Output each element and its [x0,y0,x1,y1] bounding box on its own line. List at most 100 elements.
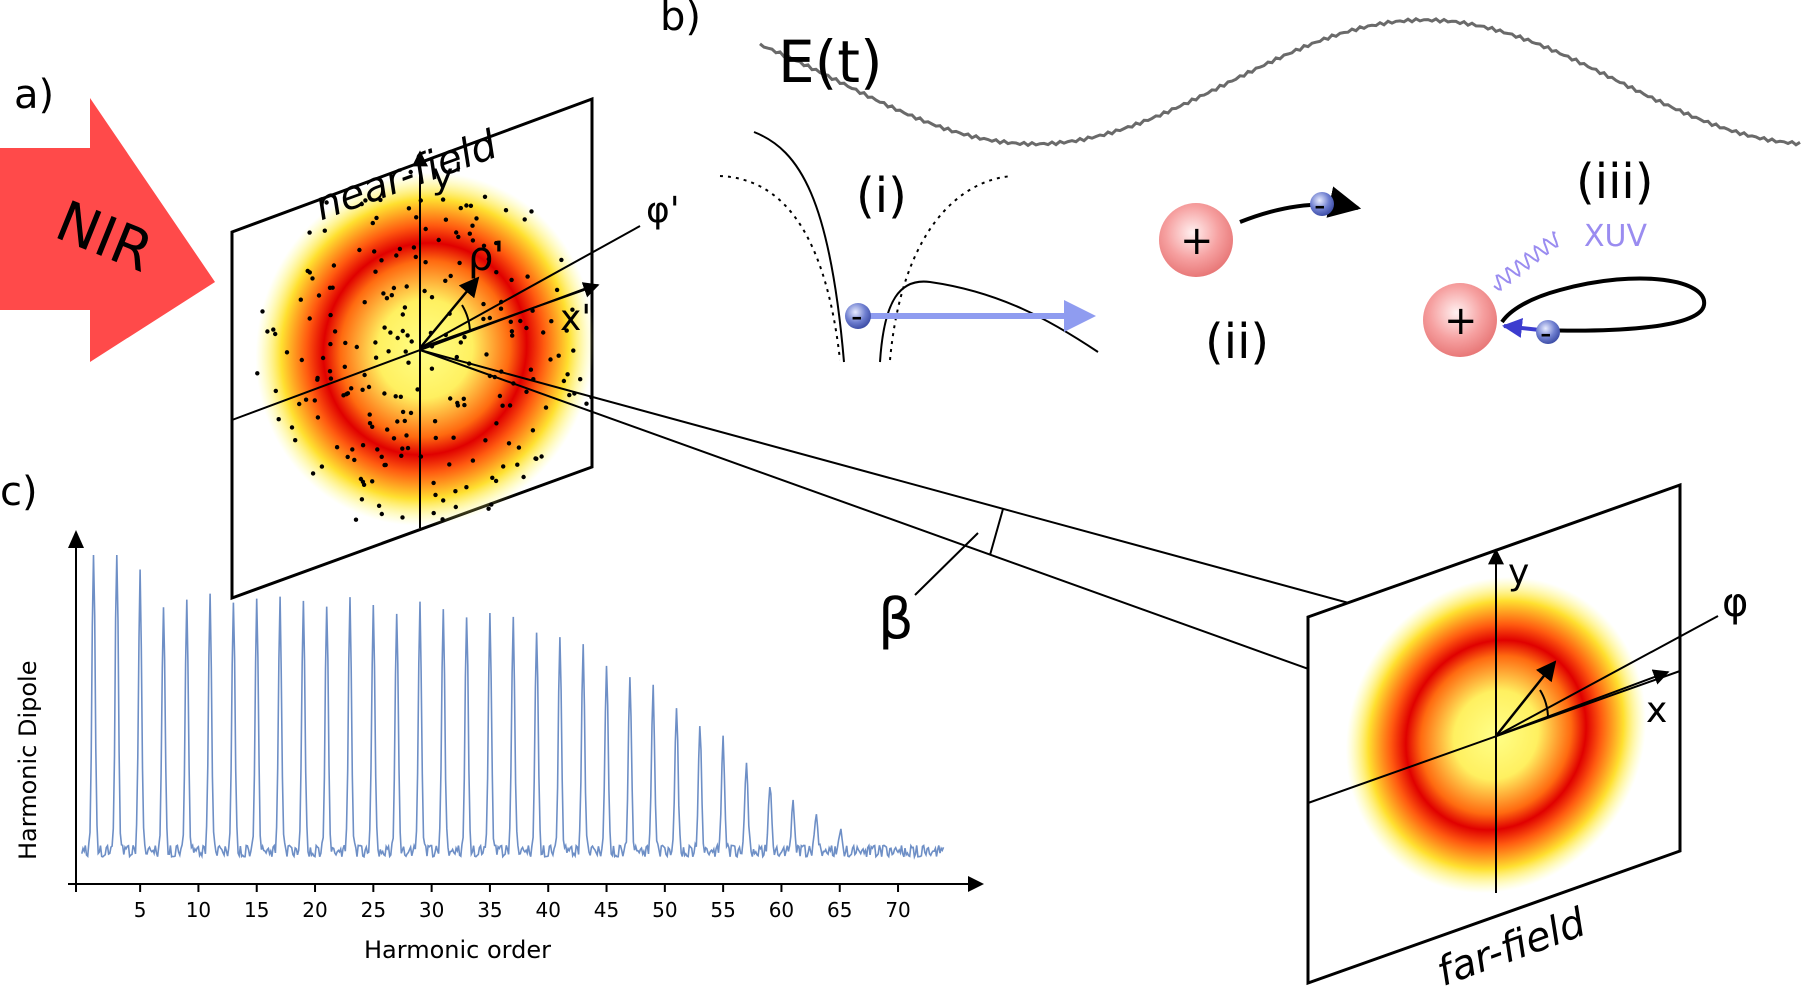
xuv-photon-wave [1493,231,1559,291]
electron-dot [487,315,492,321]
electron-dot [384,296,390,301]
electron-dot [567,392,572,398]
electron-dot [528,367,534,372]
electron-dot [394,253,399,258]
electron-dot [524,325,529,331]
electron-dot [510,333,515,338]
electron-dot [273,331,278,337]
near-field-axis-x: x' [560,298,591,339]
ion-iii-sign: + [1444,298,1478,344]
x-tick-label: 60 [769,898,794,922]
electron-dot [378,197,383,203]
electron-dot [584,401,589,406]
electron-dot [362,300,367,305]
electron-dot [456,234,461,240]
x-tick-label: 35 [477,898,502,922]
electron-dot [484,352,489,357]
electron-dot [343,340,348,346]
near-field-plane: near-field y' x' ρ' φ' [230,96,680,601]
electron-dot [534,456,539,461]
x-tick-label: 20 [302,898,327,922]
x-tick-label: 55 [710,898,735,922]
electron-dot [448,396,453,401]
electron-dot [556,353,561,358]
electron-dot [554,287,560,293]
electron-dot [522,217,527,222]
electron-dot [402,305,408,310]
electron-dot [443,217,449,222]
electron-dot [322,228,327,233]
electron-dot [366,384,372,390]
electron-dot [330,285,335,290]
electron-dot [518,318,523,324]
chart-x-label: Harmonic order [364,936,551,964]
electron-dot [455,403,461,408]
electron-dot [432,419,438,424]
electron-dot [489,502,494,507]
electron-dot [509,277,514,283]
electron-dot [454,354,459,360]
electron-dot [406,360,411,365]
electron-dot [393,394,398,399]
step-ii-acceleration: + - (ii) [1159,186,1362,370]
electron-dot [360,387,365,392]
step-i-label: (i) [856,168,907,224]
electron-dot [331,263,337,268]
nir-beam-arrow: NIR [0,98,215,362]
electron-dot [307,230,312,235]
electron-dot [447,462,452,467]
electron-dot [474,216,479,221]
electron-dot [373,269,378,274]
electron-dot [391,285,397,291]
electron-dot [399,453,404,458]
barrier-potential [879,280,1099,363]
chart-y-label: Harmonic Dipole [14,661,42,860]
electron-dot [359,201,364,207]
near-field-radius: ρ' [468,234,504,280]
electron-dot [543,405,549,410]
electron-dot [468,203,474,208]
step-i-tunnel-ionization: - (i) [719,131,1099,363]
electron-dot [400,312,405,317]
electron-dot [370,220,375,226]
electron-dot [328,376,334,381]
electron-dot [319,464,325,469]
electron-dot [431,510,436,516]
electron-dot [327,369,333,374]
electron-dot [324,200,329,205]
electron-dot [490,475,495,480]
chart-series-line [81,554,945,860]
electron-dot [415,387,420,392]
electron-dot [481,316,486,322]
electron-dot [395,419,400,424]
electron-dot [441,498,446,503]
electron-dot [530,428,536,433]
electron-dot [570,307,575,312]
electron-dot [299,357,304,363]
electron-dot [448,273,453,279]
ion-ii-sign: + [1180,218,1214,264]
electron-dot [559,257,564,263]
electron-dot [494,240,499,246]
electron-dot [564,328,569,333]
electron-dot [571,348,576,353]
electron-dot [443,278,448,283]
driving-field: E(t) [759,17,1801,148]
far-field-phi: φ [1722,580,1748,626]
electron-dot [255,371,260,376]
electron-dot [353,517,359,522]
electron-dot [549,319,554,324]
panel-label-b: b) [660,0,701,40]
electron-dot [561,378,567,384]
electron-dot [409,339,414,344]
electron-dot [373,355,379,360]
electron-dot [470,223,475,228]
far-field-axis-x: x [1646,690,1667,731]
electron-dot [298,297,303,302]
electron-dot [289,425,295,430]
electron-dot [398,394,403,399]
x-tick-label: 70 [885,898,910,922]
electric-field-curve [759,17,1801,148]
